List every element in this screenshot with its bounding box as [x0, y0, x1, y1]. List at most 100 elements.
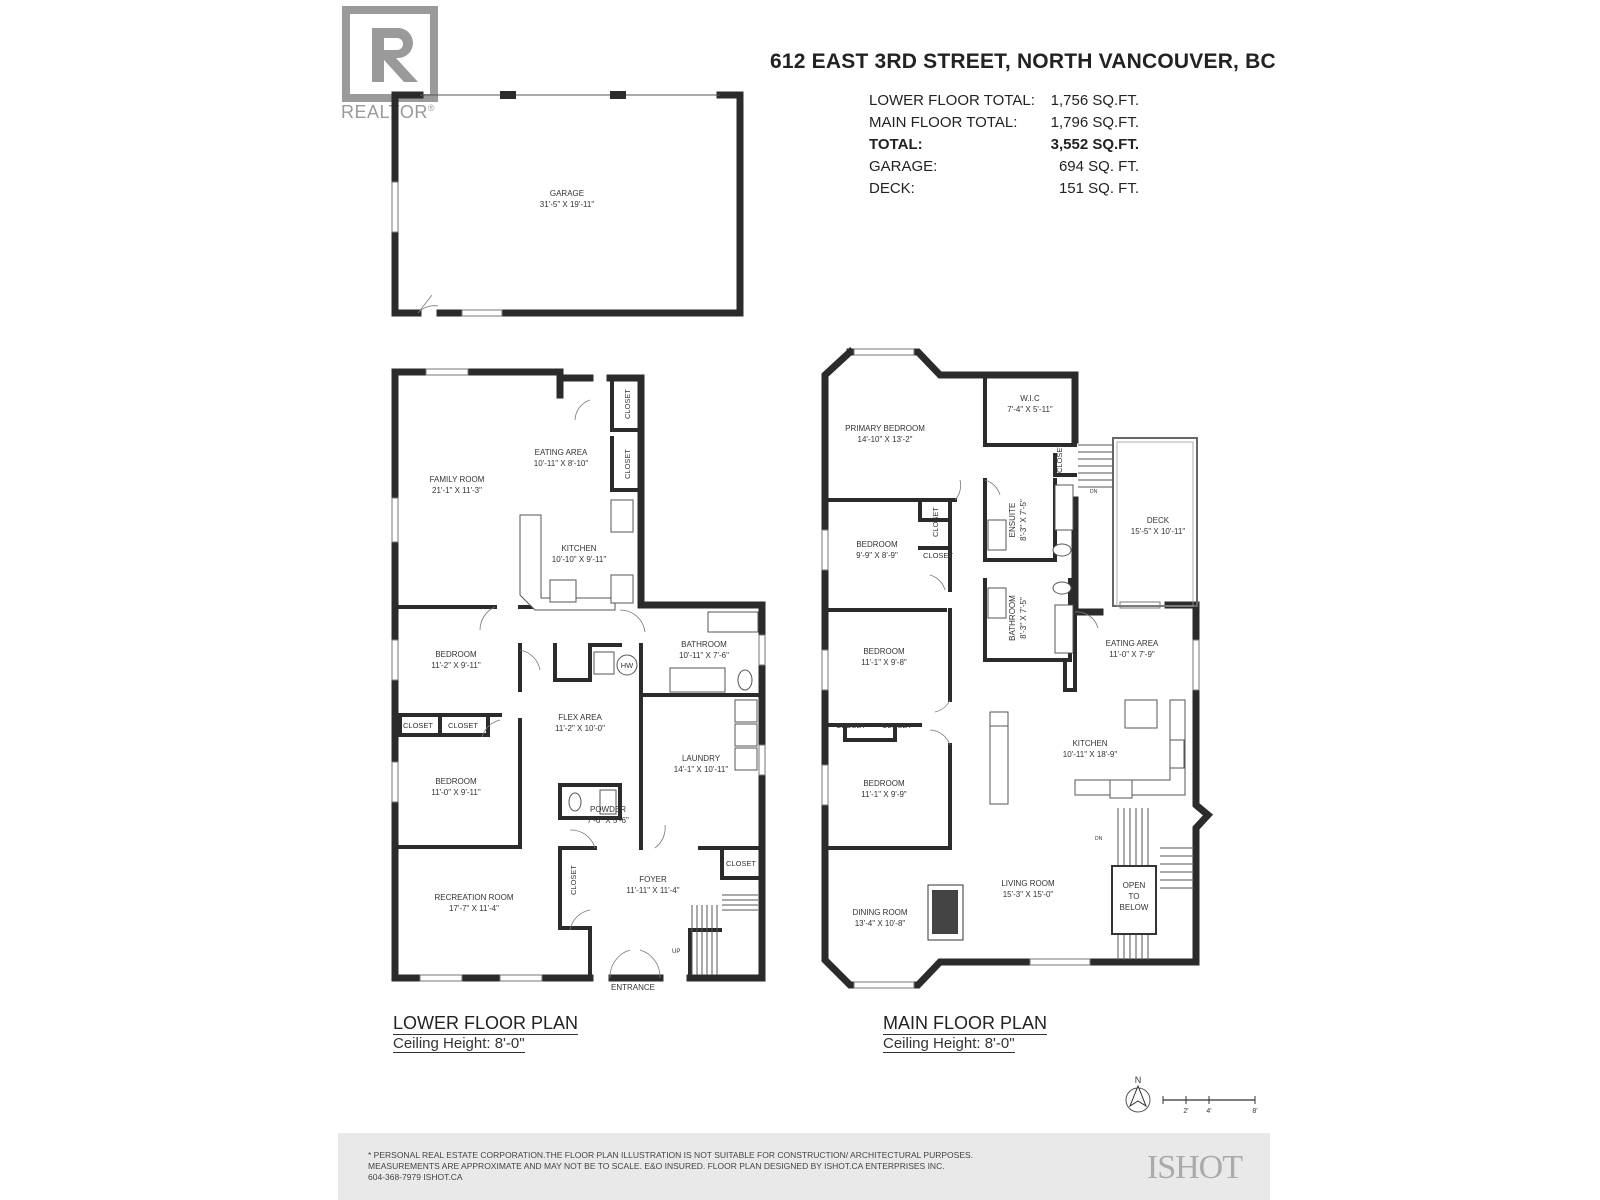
sink [610, 574, 634, 604]
interior-wall [983, 373, 1077, 447]
closet-label: CLOSET [836, 721, 866, 730]
recreation-room-label: RECREATION ROOM [435, 893, 514, 902]
garage-door-swing [417, 294, 439, 314]
lower-exterior-wall [606, 374, 766, 982]
interior-wall [720, 846, 764, 880]
washer [734, 723, 758, 747]
ishot-logo: ISHOT [1146, 1149, 1243, 1186]
window [391, 497, 399, 543]
interior-wall [610, 436, 643, 492]
window [853, 981, 915, 989]
bathroom-dims: 8'-3" X 7'-5" [1019, 597, 1028, 639]
garage-post [500, 91, 516, 99]
wic-label: W.I.C [1020, 394, 1040, 403]
window [391, 639, 399, 681]
eating-area-dims: 10'-11" X 8'-10" [534, 459, 589, 468]
garage-wall-right [436, 91, 744, 317]
bedroom-label: BEDROOM [863, 647, 905, 656]
door-swing [569, 909, 591, 931]
kitchen-counter [1074, 699, 1186, 796]
door-swing [519, 649, 541, 671]
bathroom-label: BATHROOM [1008, 595, 1017, 641]
pantry [989, 725, 1009, 805]
ensuite-dims: 8'-3" X 7'-5" [1019, 499, 1028, 541]
family-room-label: FAMILY ROOM [430, 475, 485, 484]
dn-label: DN [1095, 836, 1103, 842]
open-to-below-box [1111, 865, 1157, 935]
window [821, 529, 829, 571]
footer: * PERSONAL REAL ESTATE CORPORATION.THE F… [338, 1133, 1270, 1200]
interior-wall [688, 928, 722, 980]
entrance-label: ENTRANCE [611, 983, 655, 992]
dn-label: DN [1090, 489, 1098, 495]
kitchen-island [1124, 699, 1158, 729]
fridge [549, 579, 577, 603]
laundry-dims: 14'-1" X 10'-11" [674, 765, 729, 774]
window [821, 764, 829, 806]
closet-label: CLOSET [923, 551, 953, 560]
property-address: 612 EAST 3RD STREET, NORTH VANCOUVER, BC [770, 50, 1276, 73]
door-swing [929, 574, 946, 591]
closet-label: CLOSET [623, 389, 632, 419]
sink [1169, 739, 1185, 769]
lower-floor-plan: HW UP FAMILY RO [391, 368, 766, 992]
scale-mark: 2' [1183, 1108, 1188, 1115]
window [499, 974, 543, 982]
interior-wall [610, 378, 643, 432]
door-swing [481, 719, 501, 738]
interior-wall [553, 643, 622, 682]
north-arrow-icon [1128, 1084, 1148, 1108]
powder-toilet [568, 792, 582, 812]
door-swing [569, 829, 596, 849]
closet-label: CLOSET [882, 721, 912, 730]
scale-mark: 4' [1206, 1108, 1211, 1115]
below-label: BELOW [1120, 903, 1149, 912]
vanity [987, 587, 1007, 619]
deck-stairs [1078, 444, 1113, 488]
area-row-main: MAIN FLOOR TOTAL:1,796 SQ.FT. [869, 114, 1139, 131]
compass: N [1125, 1075, 1151, 1113]
garage: GARAGE 31'-5" X 19'-11" [391, 91, 744, 317]
window [758, 744, 766, 776]
area-row-lower: LOWER FLOOR TOTAL:1,756 SQ.FT. [869, 92, 1139, 109]
fridge [989, 711, 1009, 727]
door-swing [654, 824, 666, 849]
primary-bedroom-dims: 14'-10" X 13'-2" [858, 435, 913, 444]
to-label: TO [1129, 892, 1140, 901]
garage-post [610, 91, 626, 99]
deck-label: DECK [1147, 516, 1170, 525]
flex-area-dims: 11'-2" X 10'-0" [555, 724, 605, 733]
interior-wall [918, 498, 952, 522]
scale-bar: 2' 4' 8' [1162, 1096, 1258, 1115]
entrance-door-swing [609, 949, 661, 979]
closet-label: CLOSET [931, 507, 940, 537]
main-floor-ceiling: Ceiling Height: 8'-0" [883, 1035, 1015, 1053]
interior-wall [438, 713, 490, 737]
bedroom-label: BEDROOM [856, 540, 898, 549]
utility [593, 651, 615, 675]
tub [1054, 604, 1074, 654]
tub [1054, 484, 1074, 531]
living-room-dims: 15'-3" X 15'-0" [1003, 890, 1054, 899]
disclaimer: * PERSONAL REAL ESTATE CORPORATION.THE F… [368, 1150, 1148, 1183]
deck-dims: 15'-5" X 10'-11" [1131, 527, 1186, 536]
interior-wall [1063, 610, 1077, 692]
up-label: UP [672, 949, 680, 955]
disclaimer-line: * PERSONAL REAL ESTATE CORPORATION.THE F… [368, 1150, 974, 1160]
dryer [734, 747, 758, 771]
door-swing [1074, 611, 1099, 629]
window [821, 649, 829, 691]
lower-stairs: UP [672, 894, 758, 975]
kitchen-dims: 10'-10" X 9'-11" [552, 555, 607, 564]
main-floor-plan: DN OPEN [821, 347, 1214, 989]
ensuite-label: ENSUITE [1008, 503, 1017, 538]
closet-label: CLOSET [623, 449, 632, 479]
eating-area-label: EATING AREA [1106, 639, 1159, 648]
kitchen-dims: 10'-11" X 18'-9" [1063, 750, 1118, 759]
interior-wall [393, 718, 522, 849]
window [758, 634, 766, 666]
bedroom-dims: 9'-9" X 8'-9" [856, 551, 898, 560]
interior-wall [823, 743, 952, 850]
door-swing [574, 399, 591, 421]
